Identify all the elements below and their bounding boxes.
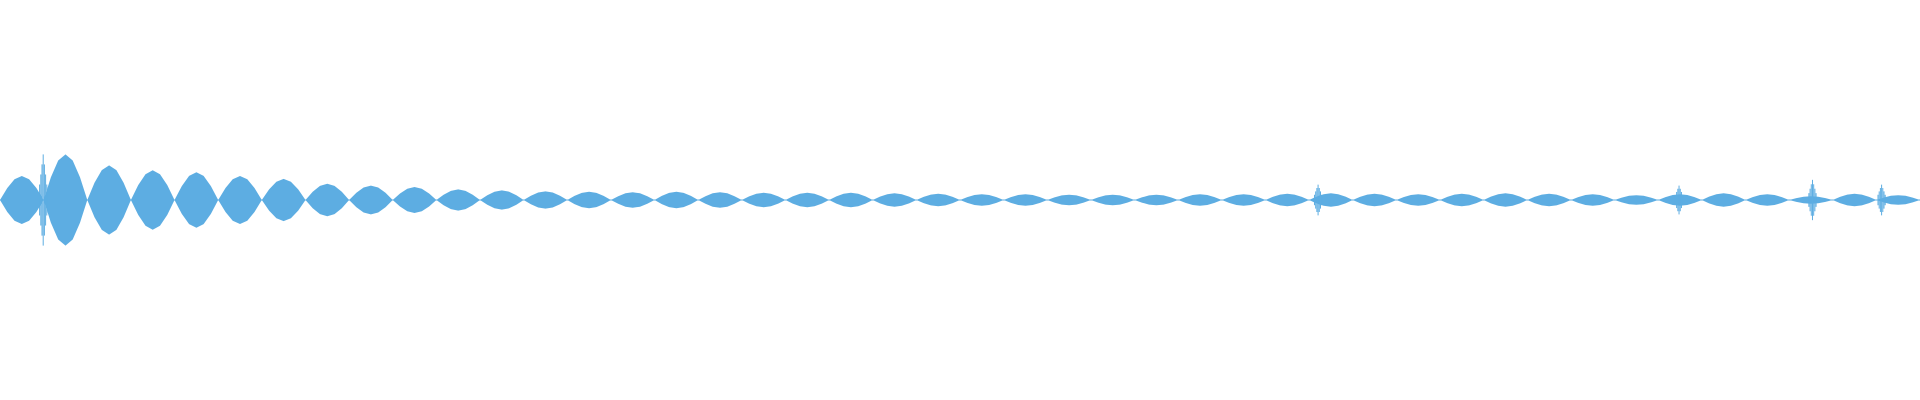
- waveform-envelope: [0, 154, 1920, 246]
- waveform-transients: [39, 154, 1886, 246]
